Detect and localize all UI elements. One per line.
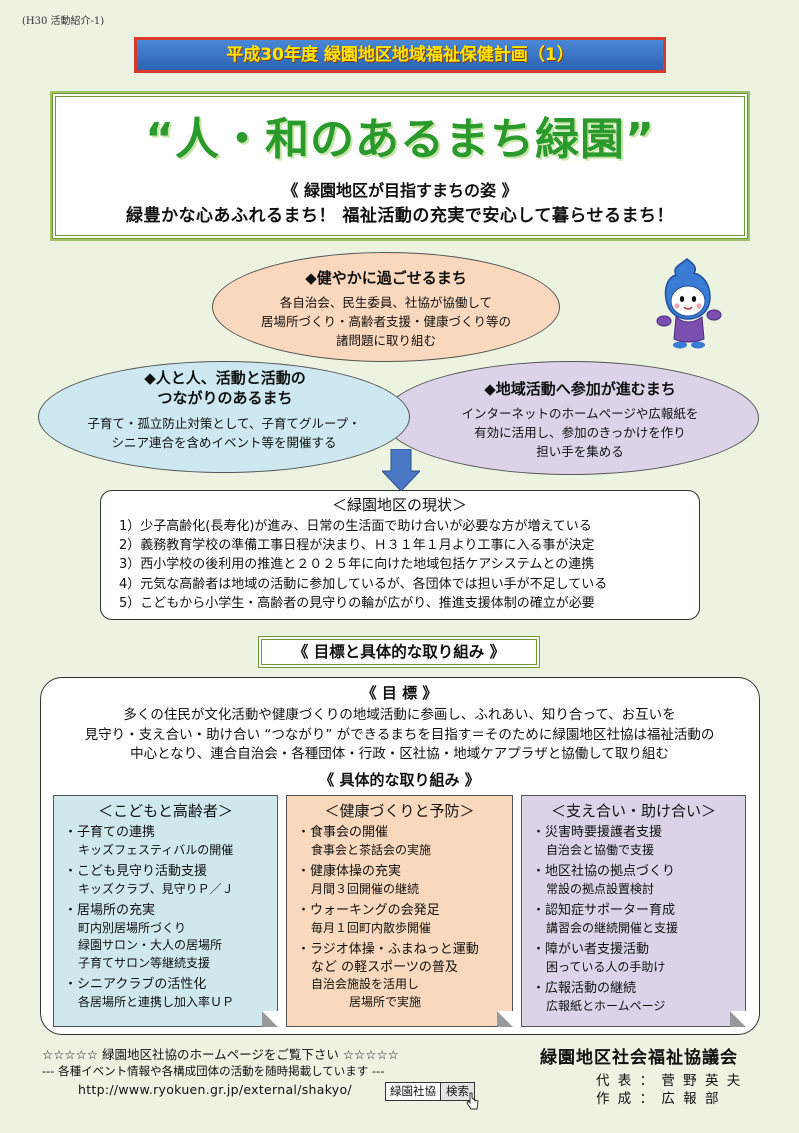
column-health-prevention: ＜健康づくりと予防＞ ・食事会の開催 食事会と茶話会の実施 ・健康体操の充実 月… [286, 795, 513, 1027]
ellipse-participation [383, 361, 759, 475]
list-item: 3）西小学校の後利用の推進と２０２５年に向けた地域包括ケアシステムとの連携 [119, 557, 595, 573]
concrete-actions-title: 《 具体的な取り組み 》 [319, 771, 480, 789]
vision-subhead: 《 緑園地区が目指すまちの姿 》 [282, 181, 518, 200]
current-status-box: ＜緑園地区の現状＞ 1）少子高齢化(長寿化)が進み、日常の生活面で助け合いが必要… [100, 490, 700, 620]
ellipse-participation-heading: ◆地域活動へ参加が進むまち [484, 380, 676, 398]
ellipse-connection [38, 361, 410, 473]
footer-info-note: --- 各種イベント情報や各構成団体の活動を随時掲載しています --- [42, 1064, 385, 1078]
column-mutual-support: ＜支え合い・助け合い＞ ・災害時要援護者支援 自治会と協働で支援 ・地区社協の拠… [521, 795, 746, 1027]
current-status-title: ＜緑園地区の現状＞ [331, 496, 467, 514]
representative: 代 表 ： 菅 野 英 夫 [596, 1073, 743, 1089]
ellipse-connection-text: 子育て・孤立防止対策として、子育てグループ・ シニア連合を含めイベント等を開催す… [87, 416, 361, 450]
list-item: 4）元気な高齢者は地域の活動に参加しているが、各団体では担い手が不足している [119, 576, 608, 592]
search-input[interactable]: 緑園社協 [385, 1082, 441, 1101]
pointer-cursor-icon [466, 1092, 479, 1110]
author: 作 成 ： 広 報 部 [596, 1091, 721, 1107]
column-children-elderly: ＜こどもと高齢者＞ ・子育ての連携 キッズフェスティバルの開催 ・こども見守り活… [53, 795, 278, 1027]
search-button[interactable]: 検索 [441, 1082, 475, 1101]
column-items: ・災害時要援護者支援 自治会と協働で支援 ・地区社協の拠点づくり 常設の拠点設置… [532, 825, 679, 1013]
down-arrow-icon [382, 449, 420, 491]
header-banner: 平成30年度 緑園地区地域福祉保健計画（1） [134, 37, 666, 73]
column-title: ＜支え合い・助け合い＞ [550, 802, 716, 820]
list-item: 2）義務教育学校の準備工事日程が決まり、Ｈ３１年１月より工事に入る事が決定 [119, 538, 595, 554]
list-item: 1）少子高齢化(長寿化)が進み、日常の生活面で助け合いが必要な方が増えている [119, 519, 592, 534]
organization-name: 緑園地区社会福祉協議会 [540, 1048, 738, 1068]
column-title: ＜こどもと高齢者＞ [98, 802, 233, 820]
column-title: ＜健康づくりと予防＞ [324, 802, 475, 820]
footer-homepage-note: ☆☆☆☆☆ 緑園地区社協のホームページをご覧下さい ☆☆☆☆☆ [42, 1047, 399, 1062]
search-widget: 緑園社協 検索 [385, 1082, 475, 1101]
list-item: 5）こどもから小学生・高齢者の見守りの輪が広がり、推進支援体制の確立が必要 [119, 595, 595, 611]
mascot-character [656, 258, 722, 349]
current-status-list: 1）少子高齢化(長寿化)が進み、日常の生活面で助け合いが必要な方が増えている 2… [119, 517, 607, 613]
ellipse-connection-heading: ◆人と人、活動と活動の つながりのあるまち [144, 369, 306, 407]
title-box: “人・和のあるまち緑園” 《 緑園地区が目指すまちの姿 》 緑豊かな心あふれるま… [52, 93, 748, 239]
column-items: ・子育ての連携 キッズフェスティバルの開催 ・こども見守り活動支援 キッズクラブ… [64, 825, 235, 1009]
goal-title: 《 目 標 》 [361, 684, 438, 702]
ellipse-healthy-text: 各自治会、民生委員、社協が協働して 居場所づくり・高齢者支援・健康づくり等の 諸… [260, 295, 511, 348]
main-title: “人・和のあるまち緑園” [145, 114, 655, 165]
goals-section-title: 《 目標と具体的な取り組み 》 [258, 636, 540, 668]
vision-slogan: 緑豊かな心あふれるまち！ 福祉活動の充実で安心して暮らせるまち！ [125, 206, 675, 226]
page-tag: (H30 活動紹介-1) [22, 16, 105, 27]
homepage-url-link[interactable]: http://www.ryokuen.gr.jp/external/shakyo… [78, 1082, 352, 1097]
ellipse-participation-text: インターネットのホームページや広報紙を 有効に活用し、参加のきっかけを作り 担い… [461, 406, 699, 459]
ellipse-healthy-heading: ◆健やかに過ごせるまち [305, 269, 467, 287]
column-items: ・食事会の開催 食事会と茶話会の実施 ・健康体操の充実 月間３回開催の継続 ・ウ… [297, 825, 479, 1009]
ellipse-healthy [212, 252, 560, 362]
goal-text: 多くの住民が文化活動や健康づくりの地域活動に参画し、ふれあい、知り合って、お互い… [84, 707, 715, 762]
